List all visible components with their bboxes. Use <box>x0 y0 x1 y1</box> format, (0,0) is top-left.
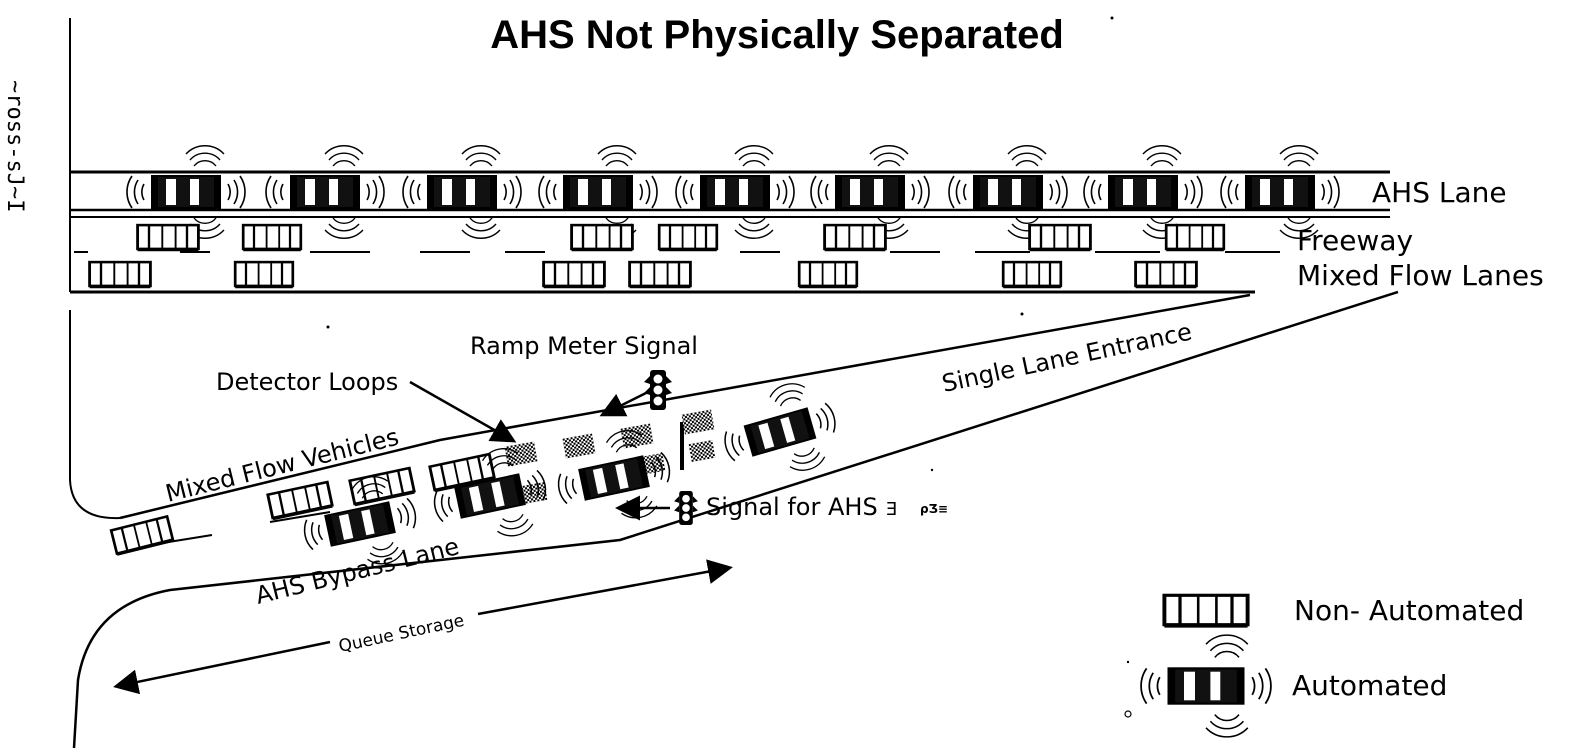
ramp-meter-signal-icon <box>644 370 672 410</box>
detector-loops-arrow <box>409 380 517 443</box>
non-automated-car-icon <box>1001 260 1063 289</box>
ramp-meter-arrow <box>599 390 649 417</box>
legend: Non- Automated Automated <box>1139 593 1524 738</box>
non-automated-car-icon <box>797 260 859 289</box>
diagram-title: AHS Not Physically Separated <box>490 13 1064 57</box>
detector-loops <box>504 409 716 504</box>
non-automated-car-icon <box>657 223 719 252</box>
ramp-lower-edge <box>72 290 1399 749</box>
legend-automated-label: Automated <box>1292 669 1447 702</box>
queue-storage-arrow-left <box>113 640 331 695</box>
ahs-lane-label: AHS Lane <box>1372 176 1507 209</box>
ramp-divider-dashes <box>149 511 331 546</box>
ahs-bypass-lane-label: AHS Bypass Lane <box>253 532 462 610</box>
non-automated-car-icon <box>542 260 606 290</box>
non-automated-car-icon <box>233 260 295 289</box>
ahs-signal-icon <box>674 491 698 525</box>
left-edge-ramp <box>69 310 121 520</box>
non-automated-car-icon <box>570 223 634 253</box>
non-automated-car-icon <box>109 515 175 557</box>
signal-for-ahs-label: Signal for AHS <box>706 493 878 521</box>
non-automated-car-icon <box>1164 223 1226 252</box>
scan-artifact-mark: Ǝ <box>886 499 897 520</box>
detector-loop <box>562 433 596 459</box>
scan-specks <box>326 16 1132 718</box>
pointer-arrows <box>113 380 733 695</box>
detector-loops-label: Detector Loops <box>216 368 398 396</box>
side-scan-text: ~ross-sJ~I <box>2 80 27 212</box>
ramp-upper-edge <box>119 293 1251 520</box>
non-automated-car-icon <box>1134 260 1198 290</box>
non-automated-car-icon <box>348 466 416 508</box>
detector-loop <box>520 482 548 504</box>
detector-loop <box>504 441 538 467</box>
legend-automated-icon <box>1139 634 1273 738</box>
non-automated-car-icon <box>241 223 303 252</box>
queue-storage-label: Queue Storage <box>337 611 466 657</box>
detector-loop <box>620 423 654 449</box>
legend-non-automated-icon <box>1162 593 1250 629</box>
ahs-lane-vehicles <box>125 144 1341 240</box>
non-automated-car-icon <box>823 223 887 253</box>
automated-car-icon <box>713 373 847 491</box>
detector-loop <box>681 409 715 435</box>
mixed-flow-lanes-label: Mixed Flow Lanes <box>1297 259 1544 292</box>
scan-artifact-mark-2: ρƷ≡ <box>920 502 948 516</box>
detector-loop <box>688 440 716 462</box>
non-automated-car-icon <box>628 260 692 290</box>
automated-car-icon <box>401 144 523 240</box>
mixed-flow-lane-vehicles <box>88 223 1226 290</box>
queue-storage-arrow-right <box>477 559 733 616</box>
legend-non-automated-label: Non- Automated <box>1294 594 1524 627</box>
non-automated-car-icon <box>88 260 152 290</box>
freeway-label: Freeway <box>1297 224 1413 257</box>
single-lane-entrance-label: Single Lane Entrance <box>939 318 1194 398</box>
ramp-meter-signal-label: Ramp Meter Signal <box>470 332 698 360</box>
non-automated-car-icon <box>136 223 200 253</box>
non-automated-car-icon <box>1028 223 1092 253</box>
